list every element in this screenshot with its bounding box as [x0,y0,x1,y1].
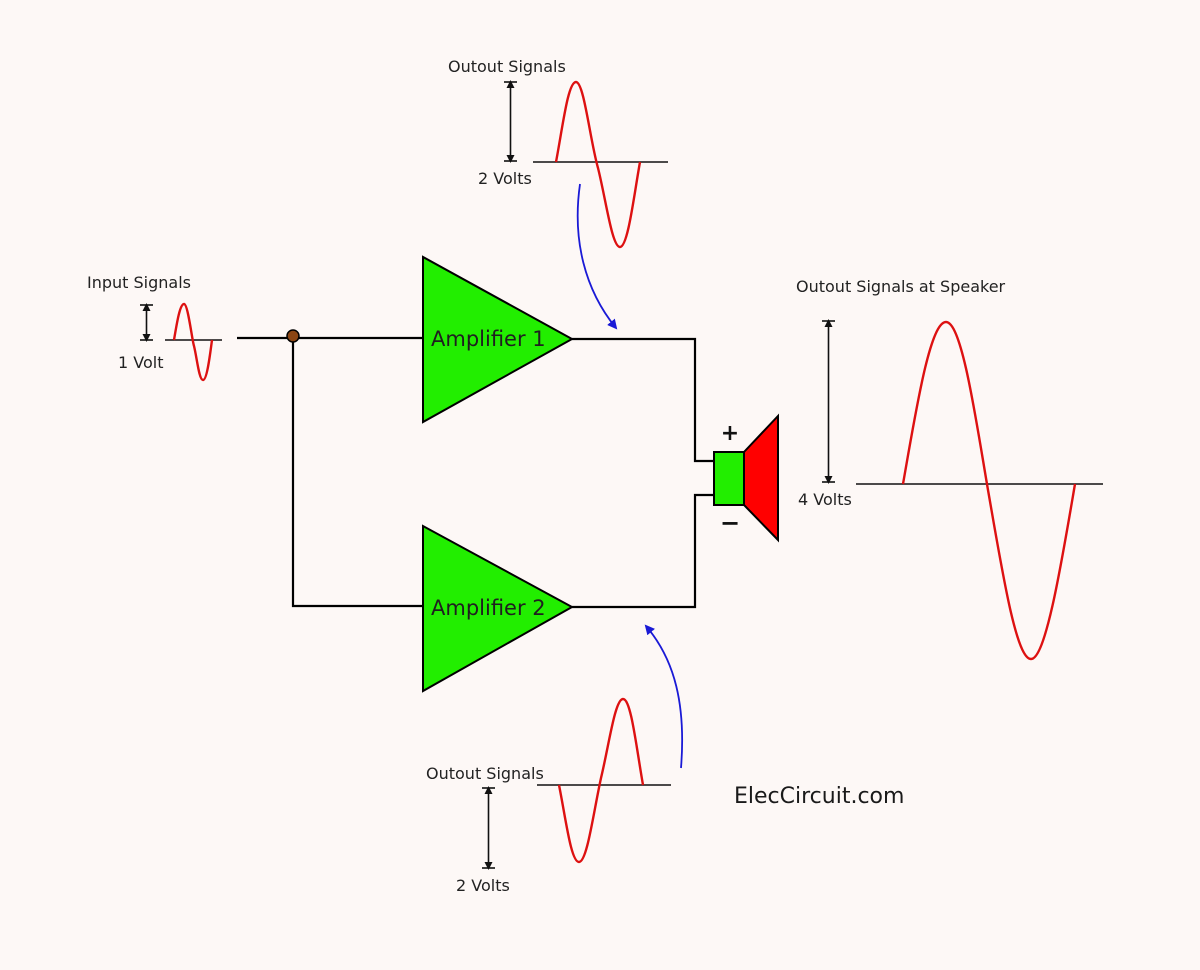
top-output-sine-wave [554,80,642,249]
top-output-signals-label: Outout Signals [448,57,566,76]
top-output-amplitude-marker [504,80,517,163]
top-output-arrow [576,183,618,330]
speaker-cone [743,413,779,543]
speaker-output-signals-label: Outout Signals at Speaker [796,277,1006,296]
speaker-plus-sign: + [721,421,739,446]
amplifier-1: Amplifier 1 [422,255,575,424]
input-signal-group: Input Signals 1 Volt [87,273,222,382]
input-sine-wave [172,302,214,382]
amplifier-2: Amplifier 2 [422,524,575,693]
amplifier-2-label: Amplifier 2 [431,596,546,620]
bottom-output-signals-label: Outout Signals [426,764,544,783]
top-output-volt-label: 2 Volts [478,169,532,188]
speaker-output-signal-group: Outout Signals at Speaker 4 Volts [796,277,1103,661]
bottom-output-volt-label: 2 Volts [456,876,510,895]
input-signals-label: Input Signals [87,273,191,292]
circuit-wires [237,336,716,609]
speaker: + − [713,413,779,543]
brand-watermark: ElecCircuit.com [734,784,904,809]
bottom-output-amplitude-marker [482,786,495,870]
bottom-output-sine-wave [557,697,645,864]
speaker-magnet [713,451,745,506]
bottom-output-signal-group: Outout Signals 2 Volts [426,624,684,895]
input-amplitude-marker [140,303,153,342]
speaker-minus-sign: − [720,509,740,537]
input-junction-dot [286,329,300,343]
speaker-output-volt-label: 4 Volts [798,490,852,509]
top-output-signal-group: Outout Signals 2 Volts [448,57,668,330]
speaker-output-sine-wave [901,320,1077,661]
amplifier-1-label: Amplifier 1 [431,327,546,351]
speaker-output-amplitude-marker [822,319,835,484]
bottom-output-arrow [644,624,684,769]
input-volt-label: 1 Volt [118,353,163,372]
